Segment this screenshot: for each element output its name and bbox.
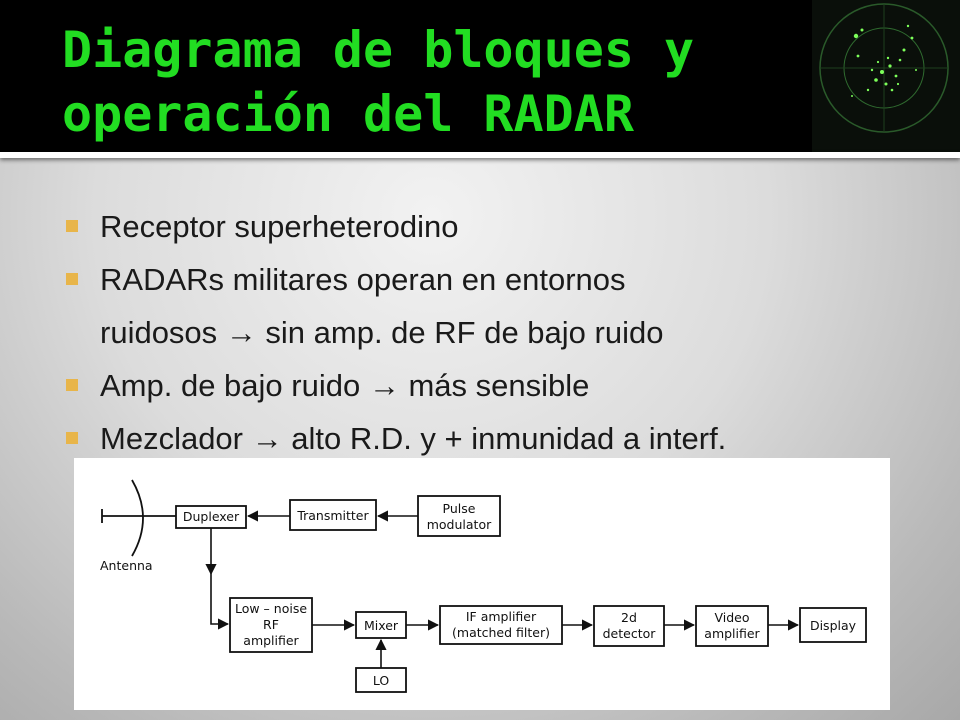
title-divider (0, 152, 960, 158)
if-amplifier-label-2: (matched filter) (452, 625, 550, 640)
radar-block-diagram: Antenna Duplexer Transmitter Pulse modul… (74, 458, 890, 710)
bullet-item: Receptor superheterodino (66, 200, 926, 253)
lo-label: LO (373, 673, 390, 688)
pulse-modulator-label-1: Pulse (443, 501, 476, 516)
lna-label-2: RF (263, 617, 279, 632)
duplexer-label: Duplexer (183, 509, 240, 524)
bullet-item: Mezclador → alto R.D. y + inmunidad a in… (66, 412, 926, 465)
bullet-item: RADARs militares operan en entornos ruido… (66, 253, 926, 359)
bullet-text: Amp. de bajo ruido → más sensible (100, 368, 590, 403)
bullet-text: Receptor superheterodino (100, 209, 459, 244)
radar-scope-icon (812, 0, 960, 152)
display-label: Display (810, 618, 857, 633)
bullet-marker (66, 432, 78, 444)
detector-label-1: 2d (621, 610, 637, 625)
detector-box (593, 605, 665, 647)
bullet-marker (66, 379, 78, 391)
bullet-text: ruidosos → sin amp. de RF de bajo ruido (100, 315, 664, 350)
title-line-1: Diagrama de bloques y (62, 21, 695, 79)
block-diagram-svg: Antenna Duplexer Transmitter Pulse modul… (100, 479, 867, 693)
bullet-text: Mezclador → alto R.D. y + inmunidad a in… (100, 421, 727, 456)
video-amplifier-label-2: amplifier (704, 626, 760, 641)
video-amplifier-box (695, 605, 769, 647)
if-amplifier-label-1: IF amplifier (466, 609, 537, 624)
bullet-item: Amp. de bajo ruido → más sensible (66, 359, 926, 412)
bullet-text: RADARs militares operan en entornos (100, 262, 626, 297)
mixer-label: Mixer (364, 618, 399, 633)
title-line-2: operación del RADAR (62, 85, 634, 143)
lna-label-3: amplifier (243, 633, 299, 648)
video-amplifier-label-1: Video (714, 610, 749, 625)
lna-label-1: Low – noise (235, 601, 307, 616)
arrow-to-lna (210, 574, 230, 630)
bullet-marker (66, 220, 78, 232)
transmitter-label: Transmitter (296, 508, 369, 523)
pulse-modulator-label-2: modulator (427, 517, 492, 532)
antenna-label: Antenna (100, 558, 153, 573)
detector-label-2: detector (603, 626, 657, 641)
bullet-marker (66, 273, 78, 285)
antenna-dish (131, 479, 144, 557)
display-box (799, 607, 867, 643)
slide-title: Diagrama de bloques y operación del RADA… (62, 18, 822, 146)
transmitter-box (289, 499, 377, 531)
title-bar: Diagrama de bloques y operación del RADA… (0, 0, 960, 152)
bullet-list: Receptor superheterodino RADARs militare… (66, 200, 926, 465)
